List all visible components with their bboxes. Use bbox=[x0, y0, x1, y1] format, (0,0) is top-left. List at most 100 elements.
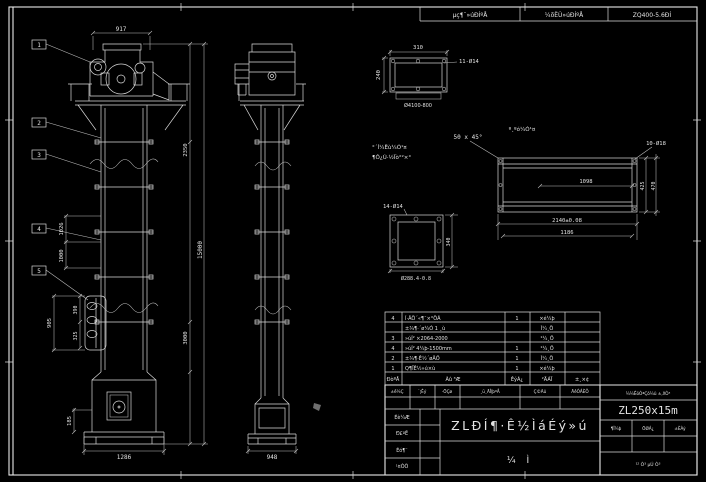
boot-door bbox=[106, 391, 132, 421]
part-row-no: 1 bbox=[391, 366, 394, 372]
part-row-mat: ×é¼þ bbox=[539, 365, 554, 372]
dim-foot: 185 bbox=[67, 416, 73, 426]
part-row-no: 3 bbox=[391, 336, 394, 342]
dim-casing-inner: 1098 bbox=[579, 179, 592, 185]
boot-door-inner bbox=[109, 394, 129, 418]
section-outer bbox=[389, 57, 448, 93]
section-hole-1 bbox=[390, 58, 396, 64]
rev-label-4: ¸ü¸ÄÎļþºÅ bbox=[480, 389, 500, 394]
flange-hole-4 bbox=[436, 260, 442, 266]
section-note: Ø4100-800 bbox=[404, 102, 432, 109]
side-break-waves bbox=[254, 161, 292, 315]
head-shaft-circle bbox=[116, 74, 126, 84]
casing-outer bbox=[497, 157, 638, 213]
part-row-mat: Ì¼¸Ö bbox=[541, 355, 554, 362]
rev-label-5: Ç©Ãû bbox=[534, 389, 547, 394]
part-row-no: 4 bbox=[391, 346, 394, 352]
parts-header-qty: ÊýÁ¿ bbox=[511, 375, 524, 383]
dim-mid: 3000 bbox=[183, 331, 189, 344]
balloon-leaders bbox=[45, 43, 102, 301]
section-hole-6 bbox=[415, 86, 421, 92]
part-row-qty: 1 bbox=[515, 366, 518, 372]
balloon-box-1 bbox=[31, 39, 47, 50]
casing-column bbox=[100, 105, 148, 372]
flange-hole-3 bbox=[391, 260, 397, 266]
model-number: ZL250x15m bbox=[618, 404, 678, 417]
flange-hole-7 bbox=[413, 216, 419, 222]
side-casing-flanges bbox=[254, 139, 290, 325]
part-row-name: Q¶ÏÊ½»ú×ù bbox=[405, 364, 435, 372]
drawing-notes: °´Í¼Ëù¼Ó¹¤ ¶Ô¿Ú·½Ïò°²×° 50 x 45° º¸ºó¼Ó¹… bbox=[372, 126, 536, 161]
title-mark: ¼ Ì bbox=[507, 454, 533, 466]
rev-label-2: ´¦Êý bbox=[418, 389, 427, 394]
parts-header-mat: ²ÄÁÏ bbox=[542, 376, 553, 383]
flange-hole-8 bbox=[413, 260, 419, 266]
part-row-no: 2 bbox=[391, 356, 394, 362]
part-row-mat: Ì¼¸Ö bbox=[541, 325, 554, 332]
side-boot-section bbox=[247, 397, 297, 445]
sign-label-3: Éó¶¨ bbox=[396, 446, 407, 454]
note-line-1: °´Í¼Ëù¼Ó¹¤ bbox=[372, 144, 407, 151]
pages-label: ¹² Ò³ µÚ Ò³ bbox=[636, 461, 661, 468]
balloon-1: 1 bbox=[37, 42, 41, 49]
part-row-name: ±¾¶·´ø¼Ó 1 ¸ù bbox=[405, 325, 445, 332]
front-dim-lines bbox=[52, 32, 208, 455]
section-strip bbox=[395, 92, 442, 100]
flange-hole-5 bbox=[391, 238, 397, 244]
balloon-3: 3 bbox=[37, 152, 41, 159]
break-waves bbox=[89, 158, 159, 313]
dim-base-width: 1286 bbox=[117, 454, 132, 461]
rev-label-6: ÄêÔÂÈÕ bbox=[571, 389, 589, 394]
casing-hole-4 bbox=[632, 207, 637, 211]
section-hole-3 bbox=[390, 86, 396, 92]
dim-left-2: 1000 bbox=[59, 249, 65, 262]
part-row-name: »úÍ² 4¼þ-1500mm bbox=[405, 345, 452, 352]
rev-label-3: ·ÖÇø bbox=[442, 389, 453, 394]
bucket-detail-frame bbox=[84, 295, 107, 351]
part-row-qty: 1 bbox=[515, 346, 518, 352]
casing-dim-lines bbox=[469, 140, 660, 240]
side-view: 948 bbox=[234, 43, 306, 461]
part-row-qty: 1 bbox=[515, 356, 518, 362]
section-dim-arrows bbox=[381, 49, 450, 95]
casing-holes-label: 10-Ø18 bbox=[646, 140, 666, 147]
casing-hole-3 bbox=[632, 159, 637, 163]
bearing-right bbox=[133, 72, 143, 86]
bearing-left bbox=[100, 72, 110, 86]
bucket-3 bbox=[86, 330, 98, 338]
section-detail: 310 240 11-Ø14 Ø4100-800 bbox=[376, 45, 480, 109]
casing-dim-arrows bbox=[495, 155, 659, 239]
section-dim-lines bbox=[382, 50, 458, 93]
balloon-2: 2 bbox=[37, 120, 41, 127]
ink-smudge-artifact bbox=[313, 403, 321, 411]
sign-label-2: Ð£ºË bbox=[396, 430, 408, 437]
part-row-mat: ¹¼¸Ö bbox=[540, 345, 553, 352]
model-note: ¼¼ÊõÒªÇó¼û ±,XÒ³ bbox=[626, 391, 671, 396]
dim-total-height: 15000 bbox=[197, 241, 204, 259]
header-cell-2: ¼õËÙ»úÐÍºÅ bbox=[545, 12, 584, 19]
dim-casing-h1: 425 bbox=[640, 181, 646, 190]
flange-dim-arrows bbox=[387, 212, 455, 274]
sheet-frame: µç¶¯»úÐÍºÅ ¼õËÙ»úÐÍºÅ ZQ400-5.6ÐÍ bbox=[5, 3, 701, 479]
section-hole-4 bbox=[441, 86, 447, 92]
parts-list: 4 Í·ÂÖ´«¶¯×°ÖÃ 1 ×é¼þ ±¾¶·´ø¼Ó 1 ¸ù Ì¼¸Ö… bbox=[384, 311, 601, 386]
side-head-section bbox=[234, 43, 306, 131]
header-cell-3: ZQ400-5.6ÐÍ bbox=[633, 12, 672, 19]
part-row-mat: ×é¼þ bbox=[539, 315, 554, 322]
part-row-mat: ¹¼¸Ö bbox=[540, 335, 553, 342]
side-casing-column bbox=[260, 105, 284, 398]
flange-holes-label: 14-Ø14 bbox=[383, 203, 404, 210]
balloon-box-4 bbox=[31, 223, 47, 234]
head-pulley-circle bbox=[105, 63, 137, 95]
dim-section-height: 240 bbox=[376, 70, 382, 80]
chamfer-note: 50 x 45° bbox=[454, 134, 483, 141]
drawing-title: ZLÐÍ¶·Ê½ÌáÉý»ú bbox=[451, 418, 589, 433]
flange-inner bbox=[397, 221, 436, 261]
motor-shaft-circle bbox=[94, 63, 102, 71]
casing-part: 10-Ø18 1098 2140±0.08 1186 425 470 bbox=[469, 140, 666, 240]
dim-left-1: 1026 bbox=[59, 222, 65, 235]
part-row-name: »úÍ² ×2064-2000 bbox=[405, 335, 448, 342]
flange-note: Ø288.4-0.8 bbox=[401, 275, 431, 282]
casing-hole-5 bbox=[498, 183, 503, 187]
